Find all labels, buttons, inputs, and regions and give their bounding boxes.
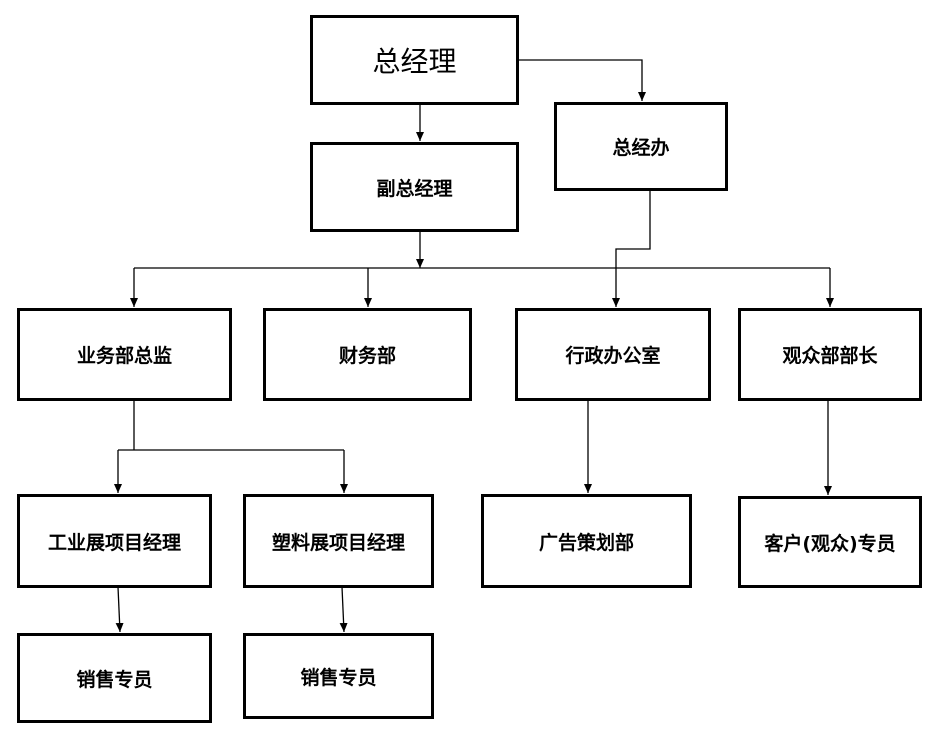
general-manager-label: 总经理 bbox=[372, 45, 457, 78]
sales-specialist-label-2: 销售专员 bbox=[300, 666, 377, 689]
plastics-expo-manager-label: 塑料展项目经理 bbox=[271, 531, 405, 554]
administration-office-box: 行政办公室 bbox=[515, 308, 711, 401]
administration-office-label: 行政办公室 bbox=[565, 345, 661, 367]
industrial-expo-manager-box: 工业展项目经理 bbox=[17, 494, 212, 588]
sales-specialist-box-1: 销售专员 bbox=[17, 633, 212, 723]
business-director-box: 业务部总监 bbox=[17, 308, 232, 401]
audience-department-head-label: 观众部部长 bbox=[782, 345, 878, 367]
sales-specialist-box-2: 销售专员 bbox=[243, 633, 434, 719]
plastics-expo-manager-box: 塑料展项目经理 bbox=[243, 494, 434, 588]
connector-office-to-admin bbox=[612, 191, 651, 307]
industrial-expo-manager-label: 工业展项目经理 bbox=[47, 531, 181, 554]
connector-gm-to-office bbox=[518, 59, 646, 101]
finance-department-box: 财务部 bbox=[263, 308, 472, 401]
general-office-label: 总经办 bbox=[612, 137, 670, 159]
advertising-planning-label: 广告策划部 bbox=[538, 531, 634, 554]
audience-department-head-box: 观众部部长 bbox=[738, 308, 922, 401]
deputy-general-manager-box: 副总经理 bbox=[310, 142, 519, 232]
connector-industrial-to-sales bbox=[115, 586, 124, 633]
audience-specialist-label: 客户(观众)专员 bbox=[764, 532, 896, 555]
advertising-planning-box: 广告策划部 bbox=[481, 494, 692, 588]
connector-plastics-to-sales bbox=[339, 586, 348, 633]
general-office-box: 总经办 bbox=[554, 102, 728, 191]
deputy-general-manager-label: 副总经理 bbox=[376, 177, 453, 200]
business-director-label: 业务部总监 bbox=[76, 345, 172, 367]
finance-department-label: 财务部 bbox=[338, 345, 396, 367]
sales-specialist-label-1: 销售专员 bbox=[76, 668, 153, 691]
general-manager-box: 总经理 bbox=[310, 15, 519, 105]
audience-specialist-box: 客户(观众)专员 bbox=[738, 496, 922, 588]
